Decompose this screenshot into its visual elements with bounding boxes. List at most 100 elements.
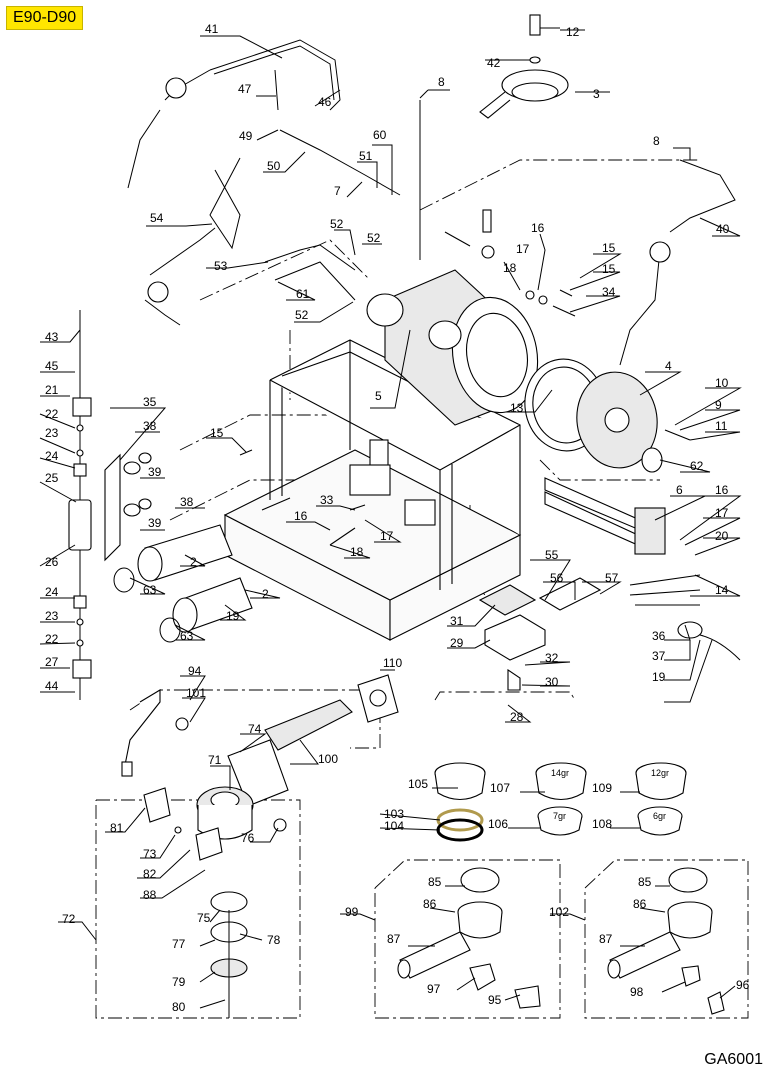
basket-marks: 14gr 12gr 7gr 6gr (551, 768, 669, 821)
callout-label: 85 (428, 875, 442, 889)
callout-label: 39 (148, 516, 162, 530)
callout-label: 109 (592, 781, 612, 795)
callout-label: 8 (653, 134, 660, 148)
callout-label: 38 (180, 495, 194, 509)
callout-label: 76 (241, 831, 255, 845)
callout-label: 74 (248, 722, 262, 736)
callout-label: 17 (380, 529, 394, 543)
portafilters (397, 867, 725, 1015)
callout-label: 87 (387, 932, 401, 946)
callout-label: 14 (715, 583, 729, 597)
callout-label: 38 (143, 419, 157, 433)
callout-label: 33 (320, 493, 334, 507)
callout-labels: 41 12 42 3 8 47 46 49 60 51 50 7 8 40 54… (45, 22, 750, 1014)
brew-group (121, 689, 353, 1018)
callout-label: 62 (690, 459, 704, 473)
heating-element (544, 477, 741, 661)
callout-label: 60 (373, 128, 387, 142)
callout-label: 104 (384, 819, 404, 833)
callout-label: 15 (602, 262, 616, 276)
callout-label: 95 (488, 993, 502, 1007)
callout-label: 77 (172, 937, 186, 951)
callout-label: 57 (605, 571, 619, 585)
callout-label: 50 (267, 159, 281, 173)
callout-label: 32 (545, 651, 559, 665)
basket-mark: 6gr (653, 811, 666, 821)
callout-label: 42 (487, 56, 501, 70)
callout-label: 94 (188, 664, 202, 678)
callout-label: 41 (205, 22, 219, 36)
callout-label: 39 (148, 465, 162, 479)
callout-label: 54 (150, 211, 164, 225)
callout-label: 9 (715, 398, 722, 412)
callout-label: 22 (45, 407, 59, 421)
callout-label: 31 (450, 614, 464, 628)
callout-label: 23 (45, 609, 59, 623)
callout-label: 8 (438, 75, 445, 89)
callout-label: 79 (172, 975, 186, 989)
callout-label: 88 (143, 888, 157, 902)
callout-label: 73 (143, 847, 157, 861)
boiler (366, 269, 539, 426)
callout-label: 72 (62, 912, 76, 926)
fasteners (239, 209, 691, 546)
callout-label: 20 (715, 529, 729, 543)
callout-label: 37 (652, 649, 666, 663)
callout-label: 13 (510, 401, 524, 415)
callout-label: 24 (45, 585, 59, 599)
callout-label: 23 (45, 426, 59, 440)
callout-label: 56 (550, 571, 564, 585)
callout-label: 101 (186, 686, 206, 700)
callout-label: 52 (367, 231, 381, 245)
callout-label: 80 (172, 1000, 186, 1014)
funnel-pan (479, 14, 569, 119)
callout-label: 86 (423, 897, 437, 911)
callout-label: 11 (715, 419, 728, 433)
callout-label: 28 (510, 710, 524, 724)
callout-label: 10 (715, 376, 729, 390)
callout-label: 29 (450, 636, 464, 650)
callout-label: 6 (676, 483, 683, 497)
callout-label: 52 (295, 308, 309, 322)
basket-mark: 12gr (651, 768, 669, 778)
leader-lines (39, 27, 742, 1009)
callout-label: 63 (143, 583, 157, 597)
callout-label: 55 (545, 548, 559, 562)
boiler-gasket-and-plate (524, 358, 663, 473)
callout-label: 34 (602, 285, 616, 299)
callout-label: 103 (384, 807, 404, 821)
callout-label: 71 (208, 753, 222, 767)
callout-label: 19 (226, 609, 240, 623)
callout-label: 16 (531, 221, 545, 235)
callout-label: 106 (488, 817, 508, 831)
callout-label: 108 (592, 817, 612, 831)
callout-label: 85 (638, 875, 652, 889)
callout-label: 3 (593, 87, 600, 101)
callout-label: 96 (736, 978, 750, 992)
callout-label: 99 (345, 905, 359, 919)
callout-label: 4 (665, 359, 672, 373)
callout-label: 105 (408, 777, 428, 791)
callout-label: 47 (238, 82, 252, 96)
basket-mark: 7gr (553, 811, 566, 821)
callout-label: 46 (318, 95, 332, 109)
callout-label: 86 (633, 897, 647, 911)
callout-label: 63 (180, 629, 194, 643)
callout-label: 15 (210, 426, 224, 440)
callout-label: 36 (652, 629, 666, 643)
callout-label: 107 (490, 781, 510, 795)
callout-label: 53 (214, 259, 228, 273)
group-gasket-110 (357, 674, 399, 723)
callout-label: 25 (45, 471, 59, 485)
callout-label: 26 (45, 555, 59, 569)
callout-label: 30 (545, 675, 559, 689)
callout-label: 52 (330, 217, 344, 231)
callout-label: 78 (267, 933, 281, 947)
callout-label: 87 (599, 932, 613, 946)
callout-label: 5 (375, 389, 382, 403)
callout-label: 27 (45, 655, 59, 669)
callout-label: 24 (45, 449, 59, 463)
callout-label: 7 (334, 184, 341, 198)
callout-label: 17 (715, 506, 729, 520)
